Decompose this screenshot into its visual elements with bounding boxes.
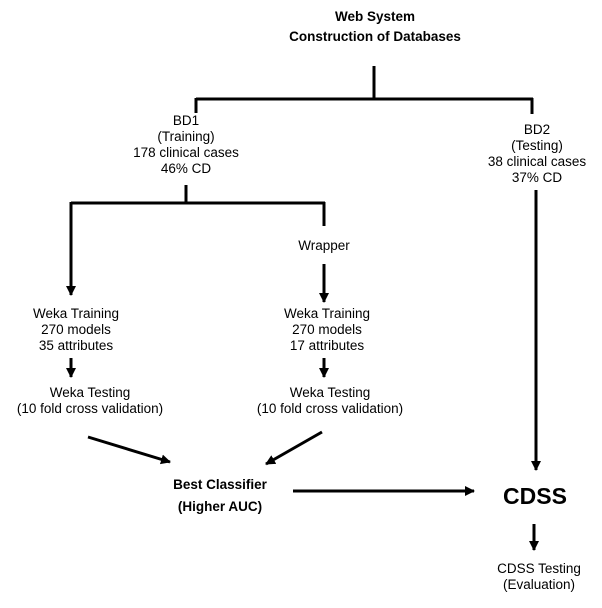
left-to-best-arrow bbox=[87, 435, 171, 465]
left-training-label: Weka Training bbox=[32, 306, 120, 321]
right-validation-label: (10 fold cross validation) bbox=[256, 401, 404, 416]
left-validation-label: (10 fold cross validation) bbox=[16, 401, 164, 416]
bd1-cd: 46% CD bbox=[160, 161, 212, 176]
bd2-cd: 37% CD bbox=[511, 170, 563, 185]
wrapper-node: Wrapper bbox=[298, 238, 350, 253]
left-training-node: Weka Training 270 models 35 attributes bbox=[16, 306, 136, 354]
right-training-label: Weka Training bbox=[283, 306, 371, 321]
right-to-best-arrow bbox=[265, 430, 323, 466]
bd1-name: BD1 bbox=[170, 113, 202, 129]
cdss-testing-label: CDSS Testing bbox=[497, 561, 581, 576]
right-training-node: Weka Training 270 models 17 attributes bbox=[267, 306, 387, 354]
best-classifier-title: Best Classifier bbox=[173, 477, 267, 492]
left-models-label: 270 models bbox=[41, 322, 111, 337]
bd1-role: (Training) bbox=[157, 129, 215, 144]
cdss-testing-node: CDSS Testing (Evaluation) bbox=[484, 561, 594, 593]
bd1-cases: 178 clinical cases bbox=[133, 145, 239, 160]
left-testing-label: Weka Testing bbox=[49, 385, 131, 400]
right-attributes-label: 17 attributes bbox=[289, 338, 365, 353]
best-classifier-subtitle: (Higher AUC) bbox=[177, 499, 263, 514]
cdss-evaluation-label: (Evaluation) bbox=[502, 577, 576, 592]
title-line-1: Web System bbox=[334, 9, 416, 24]
left-testing-node: Weka Testing (10 fold cross validation) bbox=[2, 385, 178, 417]
title-label: Web System Construction of Databases bbox=[260, 9, 490, 45]
right-models-label: 270 models bbox=[292, 322, 362, 337]
best-classifier-node: Best Classifier (Higher AUC) bbox=[150, 474, 290, 518]
right-testing-node: Weka Testing (10 fold cross validation) bbox=[242, 385, 418, 417]
right-testing-label: Weka Testing bbox=[289, 385, 371, 400]
cdss-node: CDSS bbox=[503, 483, 567, 509]
bd2-role: (Testing) bbox=[511, 138, 563, 153]
bd2-name: BD2 bbox=[523, 122, 551, 137]
title-line-2: Construction of Databases bbox=[289, 29, 461, 44]
bd2-node: BD2 (Testing) 38 clinical cases 37% CD bbox=[467, 122, 602, 186]
bd1-node: BD1 (Training) 178 clinical cases 46% CD bbox=[116, 113, 256, 177]
bd2-cases: 38 clinical cases bbox=[487, 154, 587, 169]
left-attributes-label: 35 attributes bbox=[38, 338, 114, 353]
